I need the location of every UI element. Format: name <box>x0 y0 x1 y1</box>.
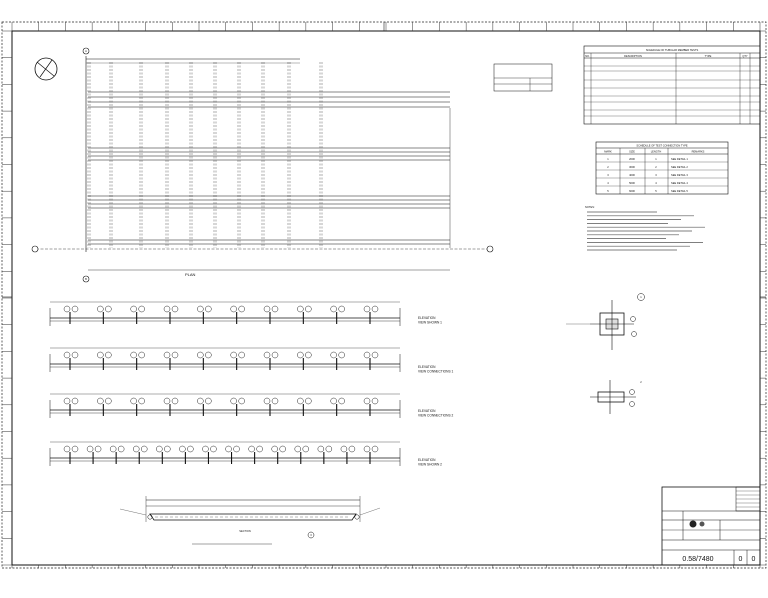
table2-cell: 2000 <box>629 157 635 161</box>
table2-cell: 5000 <box>629 181 635 185</box>
elevation-4-subtitle: VIEW SHOWN 2 <box>418 463 442 467</box>
notes-heading: NOTES: <box>585 205 595 209</box>
table2-cell: SEE DETAIL 2 <box>671 165 688 169</box>
north-arrow-icon <box>34 57 58 81</box>
drawing-number: 0.58/7480 <box>682 556 713 563</box>
connection-detail-2 <box>590 380 636 414</box>
detail-number-1: 1 <box>640 295 642 299</box>
table2-cell: 5 <box>655 189 657 193</box>
elevation-3-title: ELEVATION <box>418 409 436 413</box>
elevation-1-subtitle: VIEW SHOWN 1 <box>418 321 442 325</box>
table2-cell: 2 <box>607 165 609 169</box>
table2-cell: 3 <box>607 173 609 177</box>
table2-cell: 3000 <box>629 165 635 169</box>
section-view <box>119 496 381 545</box>
schedule-table-2 <box>595 141 729 195</box>
detail-number-3: 3 <box>310 533 312 537</box>
table1-header-type: TYPE <box>705 54 712 58</box>
table2-cell: 2 <box>655 165 657 169</box>
title-block <box>661 486 761 566</box>
table1-header-qty: QTY <box>742 54 748 58</box>
schedule-table-1 <box>583 45 761 125</box>
elevation-3-subtitle: VIEW CONNECTIONS 2 <box>418 414 453 418</box>
sheet-number: 0 <box>752 556 756 563</box>
table2-cell: 1 <box>607 157 609 161</box>
notes-block <box>587 211 705 251</box>
table1-title: SCHEDULE OF TUBULAR MEMBER TESTS <box>646 48 699 52</box>
table2-cell: 3 <box>655 173 657 177</box>
table2-header-remarks: REMARKS <box>692 150 705 154</box>
detail-number-2: 2 <box>640 380 642 384</box>
plan-view <box>36 56 490 271</box>
elevation-2-subtitle: VIEW CONNECTIONS 1 <box>418 370 453 374</box>
section-label: SECTION <box>239 529 251 533</box>
grid-tag-a: A <box>85 49 87 53</box>
table2-cell: SEE DETAIL 1 <box>671 157 688 161</box>
table2-cell: 4 <box>607 181 609 185</box>
table2-cell: 6000 <box>629 189 635 193</box>
table2-cell: 1 <box>655 157 657 161</box>
table2-header-mark: MARK <box>604 150 612 154</box>
elevation-2-title: ELEVATION <box>418 365 436 369</box>
revision-number: 0 <box>739 556 743 563</box>
plan-label: PLAN <box>185 272 196 277</box>
table1-header-description: DESCRIPTION <box>624 54 642 58</box>
table2-cell: 4000 <box>629 173 635 177</box>
table2-cell: SEE DETAIL 3 <box>671 173 688 177</box>
elevation-4-title: ELEVATION <box>418 458 436 462</box>
table2-title: SCHEDULE OF TEST CONNECTION TYPE <box>636 144 688 148</box>
table2-header-length: LENGTH <box>651 150 662 154</box>
table2-cell: SEE DETAIL 4 <box>671 181 688 185</box>
elevation-1-title: ELEVATION <box>418 316 436 320</box>
table2-cell: SEE DETAIL 5 <box>671 189 688 193</box>
table2-cell: 4 <box>655 181 657 185</box>
grid-tag-b: B <box>85 277 87 281</box>
table2-header-size: SIZE <box>629 150 635 154</box>
zone-ruler <box>2 22 766 568</box>
connection-detail-1 <box>566 293 645 350</box>
table1-header-no: NO. <box>585 54 590 58</box>
table2-cell: 5 <box>607 189 609 193</box>
